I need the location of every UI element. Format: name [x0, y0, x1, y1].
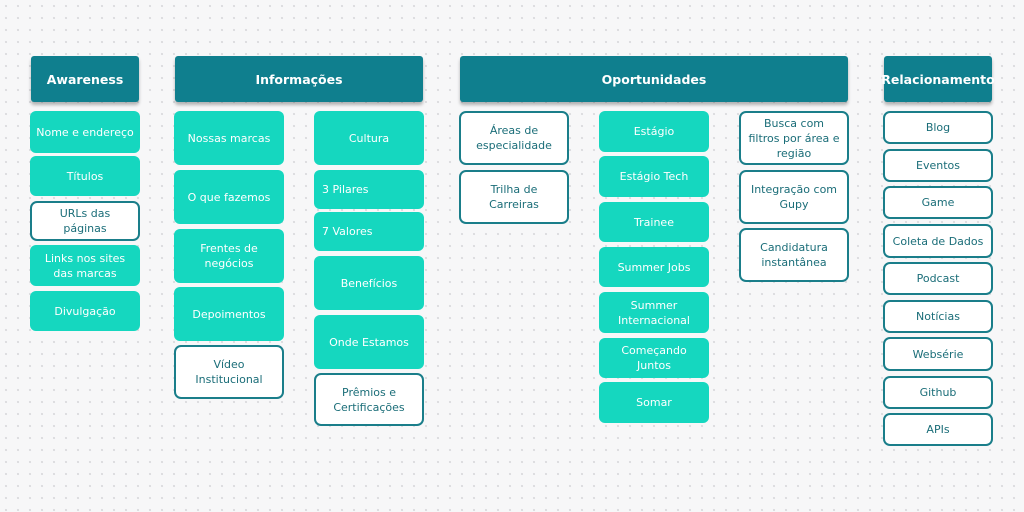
relacionamento-item: Websérie: [883, 337, 993, 371]
relacionamento-item: Github: [883, 376, 993, 409]
relacionamento-item: Podcast: [883, 262, 993, 295]
awareness-item: Títulos: [30, 156, 140, 196]
oportunidades-item: Estágio: [599, 111, 709, 152]
awareness-item: Links nos sites das marcas: [30, 245, 140, 286]
oportunidades-item: Summer Internacional: [599, 292, 709, 333]
informacoes-item: Cultura: [314, 111, 424, 165]
awareness-item: Divulgação: [30, 291, 140, 331]
oportunidades-item: Somar: [599, 382, 709, 423]
oportunidades-item: Trainee: [599, 202, 709, 242]
informacoes-item: Depoimentos: [174, 287, 284, 341]
relacionamento-item: Blog: [883, 111, 993, 144]
informacoes-item: Nossas marcas: [174, 111, 284, 165]
informacoes-item: 7 Valores: [314, 212, 424, 251]
informacoes-item: O que fazemos: [174, 170, 284, 224]
informacoes-item: Vídeo Institucional: [174, 345, 284, 399]
oportunidades-item: Áreas de especialidade: [459, 111, 569, 165]
informacoes-item: 3 Pilares: [314, 170, 424, 209]
relacionamento-item: Notícias: [883, 300, 993, 333]
oportunidades-item: Summer Jobs: [599, 247, 709, 287]
awareness-item: URLs das páginas: [30, 201, 140, 241]
informacoes-item: Frentes de negócios: [174, 229, 284, 283]
informacoes-item: Onde Estamos: [314, 315, 424, 369]
informacoes-item: Benefícios: [314, 256, 424, 310]
header-oportunidades: Oportunidades: [460, 56, 848, 102]
header-relacionamento: Relacionamento: [881, 56, 995, 102]
header-informacoes: Informações: [175, 56, 423, 102]
oportunidades-item: Candidatura instantânea: [739, 228, 849, 282]
oportunidades-item: Busca com filtros por área e região: [739, 111, 849, 165]
oportunidades-item: Trilha de Carreiras: [459, 170, 569, 224]
oportunidades-item: Começando Juntos: [599, 338, 709, 378]
relacionamento-item: APIs: [883, 413, 993, 446]
oportunidades-item: Integração com Gupy: [739, 170, 849, 224]
informacoes-item: Prêmios e Certificações: [314, 373, 424, 426]
header-awareness: Awareness: [31, 56, 139, 102]
oportunidades-item: Estágio Tech: [599, 156, 709, 197]
relacionamento-item: Coleta de Dados: [883, 224, 993, 258]
awareness-item: Nome e endereço: [30, 111, 140, 153]
relacionamento-item: Game: [883, 186, 993, 219]
relacionamento-item: Eventos: [883, 149, 993, 182]
